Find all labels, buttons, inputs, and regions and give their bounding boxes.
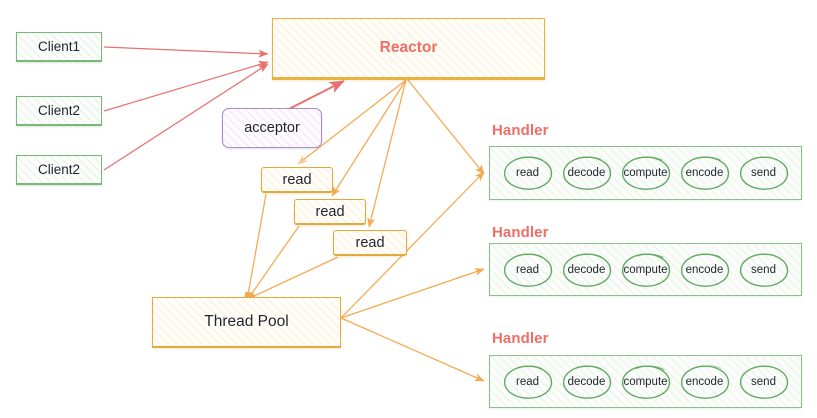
arrow-read2-threadpool [245,225,300,301]
stage-label: send [751,263,776,276]
ellipse-shape [621,365,670,399]
client-box-1[interactable]: Client1 [16,32,102,62]
read-label: read [315,203,345,220]
stage-label: send [751,375,776,388]
acceptor-label: acceptor [244,120,300,136]
stage-label: encode [685,375,724,388]
stage-read[interactable]: read [500,154,556,192]
stage-send[interactable]: send [736,251,792,289]
thread-pool-label: Thread Pool [204,313,289,330]
client-label: Client2 [37,103,81,118]
arrow-read3-threadpool [248,256,339,301]
stage-send[interactable]: send [736,154,792,192]
stage-label: send [751,167,776,179]
client-label: Client2 [37,162,81,177]
stage-label: compute [623,167,668,179]
ellipse-shape [562,253,611,287]
client-box-3[interactable]: Client2 [16,155,102,185]
ellipse-shape [739,156,788,190]
stage-label: decode [567,167,606,179]
ellipse-shape [739,365,788,399]
stage-label: decode [567,263,606,276]
handler-box-3[interactable]: read decode compute encode [489,355,802,408]
reactor-box[interactable]: Reactor [272,18,545,80]
handler-box-1[interactable]: read decode compute encode [489,146,802,200]
arrow-client1-reactor [103,46,269,58]
arrow-reactor-read3 [367,79,407,228]
stage-label: decode [567,375,606,388]
read-label: read [282,171,312,188]
ellipse-shape [621,156,670,190]
ellipse-shape [503,253,552,287]
stage-encode[interactable]: encode [677,154,733,192]
ellipse-shape [680,156,729,190]
stage-label: read [515,167,540,179]
stage-read[interactable]: read [500,251,556,289]
read-box-1[interactable]: read [261,167,333,193]
acceptor-box[interactable]: acceptor [222,108,322,148]
stage-compute[interactable]: compute [618,363,674,401]
stage-label: read [515,375,540,388]
stage-compute[interactable]: compute [618,251,674,289]
stage-label: encode [685,263,724,276]
stage-label: encode [685,167,724,179]
ellipse-shape [503,365,552,399]
ellipse-shape [739,253,788,287]
handler-box-2[interactable]: read decode compute encode [489,243,802,296]
ellipse-shape [680,253,729,287]
stage-label: compute [623,375,668,388]
stage-label: read [515,263,540,276]
handler-label-2: Handler [492,224,549,241]
thread-pool-box[interactable]: Thread Pool [152,297,341,348]
stage-decode[interactable]: decode [559,251,615,289]
read-box-2[interactable]: read [294,199,366,225]
handler-label-1: Handler [492,122,549,139]
stage-encode[interactable]: encode [677,251,733,289]
client-box-2[interactable]: Client2 [16,96,102,126]
arrow-reactor-handler1 [407,79,485,175]
read-label: read [355,234,385,251]
ellipse-shape [503,156,552,190]
stage-compute[interactable]: compute [618,154,674,192]
stage-read[interactable]: read [500,363,556,401]
ellipse-shape [621,253,670,287]
ellipse-shape [562,365,611,399]
arrow-threadpool-handler3 [340,317,485,382]
stage-decode[interactable]: decode [559,363,615,401]
handler-label-3: Handler [492,330,549,347]
stage-send[interactable]: send [736,363,792,401]
reactor-label: Reactor [379,39,438,56]
client-label: Client1 [37,39,81,54]
stage-decode[interactable]: decode [559,154,615,192]
arrow-read1-threadpool [244,193,267,299]
read-box-3[interactable]: read [333,230,407,256]
arrow-client2a-reactor [103,60,269,112]
stage-encode[interactable]: encode [677,363,733,401]
ellipse-shape [680,364,729,399]
ellipse-shape [562,156,611,190]
arrow-threadpool-handler2 [340,268,485,319]
arrow-reactor-read2 [331,79,407,197]
stage-label: compute [623,263,668,276]
